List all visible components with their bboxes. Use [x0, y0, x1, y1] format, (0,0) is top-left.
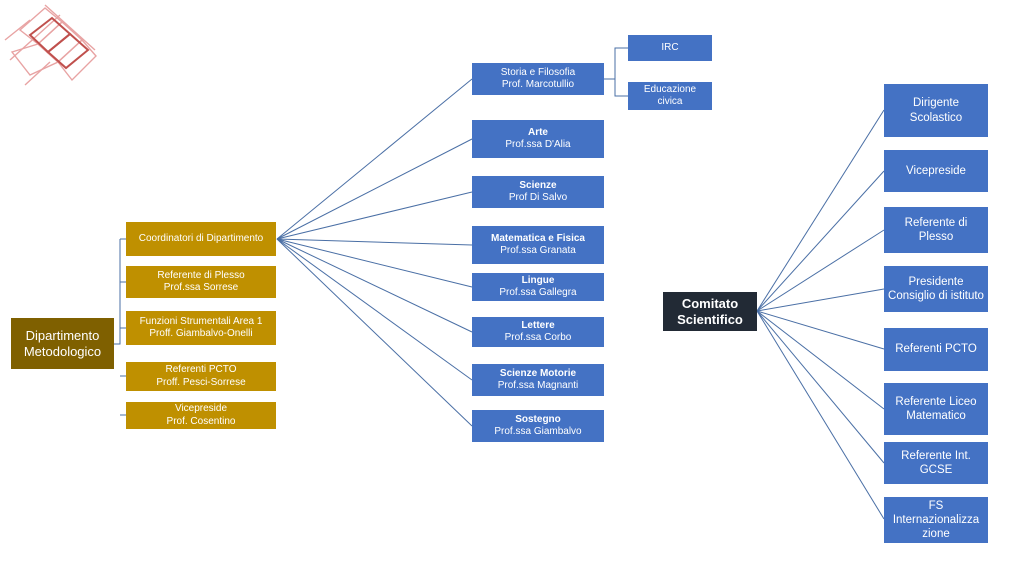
subdept-title: Educazione civica — [643, 83, 697, 107]
node-title: Referente di Plesso — [157, 269, 245, 281]
dept-subtitle: Prof.ssa Magnanti — [497, 380, 579, 391]
dept-storia-filosofia: Storia e Filosofia Prof. Marcotullio — [472, 63, 604, 95]
committee-referente-gcse: Referente Int. GCSE — [884, 442, 988, 484]
node-subtitle: Proff. Pesci-Sorrese — [156, 376, 246, 388]
connector-left-bracket — [114, 238, 126, 416]
node-title: Funzioni Strumentali Area 1 — [139, 315, 263, 327]
committee-title: Vicepreside — [906, 164, 966, 177]
dept-lingue: Lingue Prof.ssa Gallegra — [472, 273, 604, 301]
node-subtitle: Prof. Cosentino — [166, 415, 236, 427]
node-subtitle: Prof.ssa Sorrese — [163, 282, 239, 293]
dept-subtitle: Prof.ssa Granata — [500, 245, 576, 256]
dept-subtitle: Prof.ssa D'Alia — [505, 139, 571, 150]
node-title: Coordinatori di Dipartimento — [138, 232, 264, 244]
node-subtitle: Proff. Giambalvo-Onelli — [149, 328, 253, 339]
committee-referente-liceo-matematico: Referente Liceo Matematico — [884, 383, 988, 435]
dept-title: Arte — [527, 126, 548, 138]
committee-title: Referenti PCTO — [895, 343, 977, 356]
dept-title: Scienze — [519, 179, 557, 191]
dept-subtitle: Prof Di Salvo — [508, 192, 568, 203]
dept-subtitle: Prof.ssa Corbo — [504, 332, 572, 343]
subdept-irc: IRC — [628, 35, 712, 61]
committee-title: Referente Int. GCSE — [901, 449, 971, 476]
node-title: Referenti PCTO — [165, 364, 237, 376]
committee-fs-internazionalizzazione: FS Internazionalizza zione — [884, 497, 988, 543]
committee-title: Presidente Consiglio di istituto — [888, 275, 984, 302]
root-dipartimento-metodologico: Dipartimento Metodologico — [11, 318, 114, 369]
node-vicepreside: Vicepreside Prof. Cosentino — [126, 402, 276, 429]
red-grid-logo-icon — [4, 4, 97, 86]
connector-fan-departments — [276, 78, 473, 427]
dept-sostegno: Sostegno Prof.ssa Giambalvo — [472, 410, 604, 442]
dept-lettere: Lettere Prof.ssa Corbo — [472, 317, 604, 347]
node-referente-plesso: Referente di Plesso Prof.ssa Sorrese — [126, 266, 276, 298]
connector-sub-bracket — [604, 47, 628, 97]
dept-title: Matematica e Fisica — [491, 232, 585, 244]
root-right-title: Comitato Scientifico — [677, 295, 743, 327]
dept-subtitle: Prof. Marcotullio — [501, 79, 575, 90]
node-coordinatori: Coordinatori di Dipartimento — [126, 222, 276, 256]
committee-vicepreside: Vicepreside — [884, 150, 988, 192]
committee-title: Referente di Plesso — [904, 216, 968, 243]
committee-referente-plesso: Referente di Plesso — [884, 207, 988, 253]
dept-subtitle: Prof.ssa Gallegra — [499, 287, 577, 298]
dept-title: Storia e Filosofia — [500, 66, 576, 78]
committee-title: Dirigente Scolastico — [909, 97, 963, 124]
root-left-title: Dipartimento Metodologico — [23, 327, 102, 359]
committee-presidente-consiglio: Presidente Consiglio di istituto — [884, 266, 988, 312]
node-title: Vicepreside — [174, 403, 228, 415]
dept-title: Sostegno — [515, 413, 561, 425]
dept-scienze-motorie: Scienze Motorie Prof.ssa Magnanti — [472, 364, 604, 396]
dept-matematica-fisica: Matematica e Fisica Prof.ssa Granata — [472, 226, 604, 264]
dept-title: Scienze Motorie — [499, 367, 577, 379]
node-funzioni-strumentali: Funzioni Strumentali Area 1 Proff. Giamb… — [126, 311, 276, 345]
committee-title: FS Internazionalizza zione — [892, 499, 980, 540]
root-comitato-scientifico: Comitato Scientifico — [663, 292, 757, 331]
committee-title: Referente Liceo Matematico — [895, 395, 977, 422]
subdept-educazione-civica: Educazione civica — [628, 82, 712, 110]
dept-arte: Arte Prof.ssa D'Alia — [472, 120, 604, 158]
dept-subtitle: Prof.ssa Giambalvo — [494, 426, 582, 437]
node-referenti-pcto: Referenti PCTO Proff. Pesci-Sorrese — [126, 362, 276, 391]
dept-title: Lingue — [521, 274, 555, 286]
subdept-title: IRC — [661, 41, 679, 53]
committee-referenti-pcto: Referenti PCTO — [884, 328, 988, 371]
dept-title: Lettere — [521, 319, 555, 331]
committee-dirigente-scolastico: Dirigente Scolastico — [884, 84, 988, 137]
connector-fan-committee — [756, 109, 885, 520]
dept-scienze: Scienze Prof Di Salvo — [472, 176, 604, 208]
